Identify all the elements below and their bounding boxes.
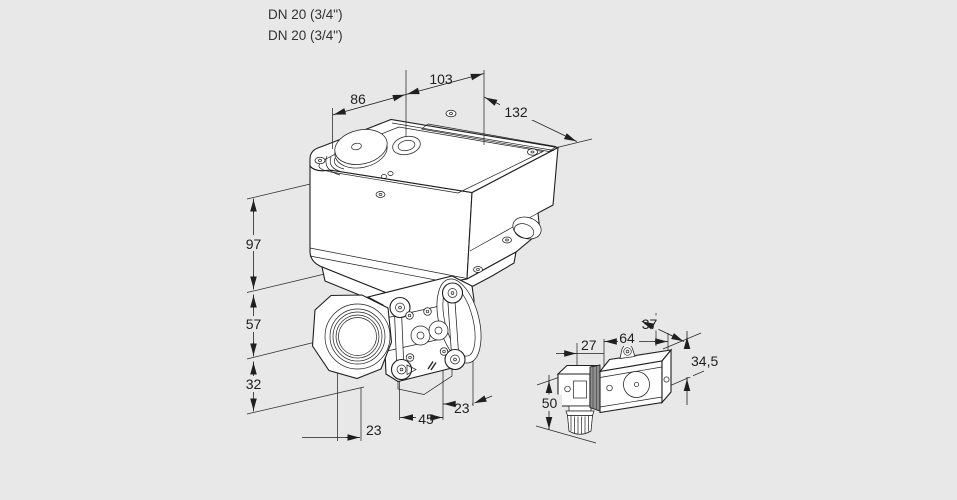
valve-small-screws (405, 307, 449, 362)
dim-23-right: 23 (454, 400, 470, 416)
plug-seal-strip (589, 364, 601, 412)
valve-test-ports (410, 320, 449, 346)
solenoid-face-circle (623, 371, 650, 398)
dim-45: 45 (418, 411, 434, 427)
valve-bolts (389, 282, 466, 381)
detail-view: 27 64 37 34,5 50 (535, 313, 718, 444)
valve-threaded-bore (338, 317, 377, 356)
main-dimensions: 86 103 132 97 57 32 23 45 (241, 71, 578, 441)
dim-64: 64 (619, 330, 635, 346)
dim-34-5: 34,5 (691, 353, 718, 369)
valve-inlet-flange (311, 294, 393, 380)
cable-plug-front (557, 373, 591, 407)
actuator-small-circle (392, 135, 421, 156)
dim-97: 97 (246, 236, 262, 252)
dim-132: 132 (504, 104, 528, 120)
dim-37: 37 (642, 316, 658, 332)
dim-32: 32 (246, 376, 262, 392)
dn-labels: DN 20 (3/4") DN 20 (3/4") (268, 7, 343, 43)
cable-gland (565, 405, 595, 435)
solenoid-top-clip (619, 343, 636, 359)
dn-label-bottom: DN 20 (3/4") (268, 28, 343, 43)
dim-57: 57 (246, 316, 262, 332)
dim-86: 86 (350, 91, 366, 107)
main-view (309, 109, 560, 395)
actuator-screws (314, 109, 538, 273)
dim-23-left: 23 (366, 422, 382, 438)
dim-27: 27 (581, 337, 597, 353)
flow-direction-icon (406, 364, 417, 376)
dim-103: 103 (429, 71, 453, 87)
dim-50: 50 (542, 395, 558, 411)
detail-dimensions: 27 64 37 34,5 50 (537, 315, 718, 430)
solenoid-end-cap (661, 348, 672, 404)
dn-label-top: DN 20 (3/4") (268, 7, 343, 22)
